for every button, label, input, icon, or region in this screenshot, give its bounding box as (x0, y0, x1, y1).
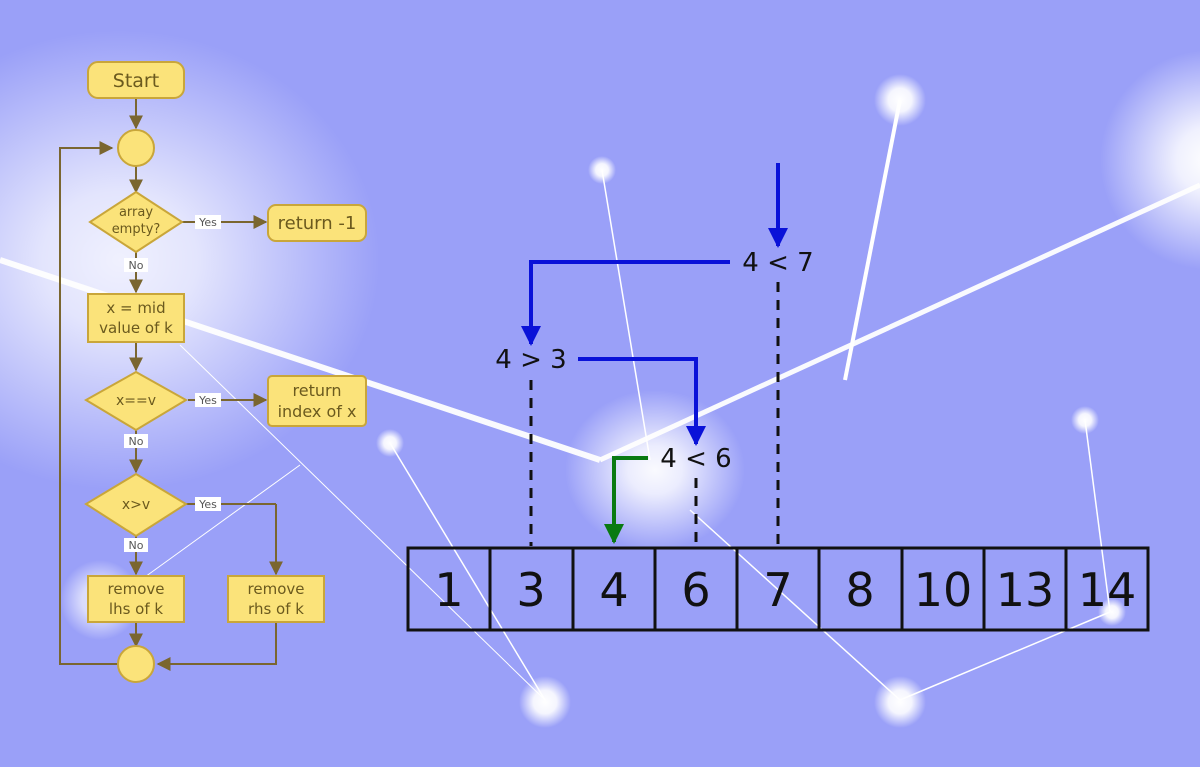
return-index-line1: return (293, 381, 342, 400)
decision-array-empty-line1: array (119, 205, 153, 220)
remove-lhs-line1: remove (108, 580, 165, 598)
comparison-label-1: 4 < 7 (742, 248, 813, 278)
svg-text:Yes: Yes (198, 216, 217, 229)
array-cell-1: 3 (516, 563, 545, 617)
arrow-to-6 (578, 357, 706, 446)
array-outline (406, 546, 1150, 632)
loop-junction-bottom (117, 645, 155, 683)
decision-array-empty: array empty? (88, 190, 184, 254)
yes-label-equal: Yes (195, 393, 221, 407)
mid-value-node: x = mid value of k (87, 293, 185, 343)
svg-text:Yes: Yes (198, 498, 217, 511)
comparison-label-2: 4 > 3 (495, 345, 566, 375)
midpoint-dashed-lines (529, 282, 780, 546)
array-cell-6: 10 (914, 563, 973, 617)
return-minus-one-node: return -1 (267, 204, 367, 242)
remove-rhs-node: remove rhs of k (227, 575, 325, 623)
remove-rhs-line2: rhs of k (248, 600, 304, 618)
decision-equal-label: x==v (116, 393, 156, 409)
yes-label-greater: Yes (195, 497, 221, 511)
array-cell-4: 7 (763, 563, 792, 617)
decision-greater-label: x>v (122, 497, 150, 513)
start-node: Start (87, 61, 185, 99)
array-cell-0: 1 (434, 563, 463, 617)
array-cell-2: 4 (599, 563, 628, 617)
mid-value-line2: value of k (99, 319, 173, 337)
array-cell-7: 13 (996, 563, 1055, 617)
return-index-node: return index of x (267, 375, 367, 427)
search-path-arrows (521, 163, 788, 544)
svg-text:No: No (129, 539, 144, 552)
return-minus-one-label: return -1 (278, 213, 357, 234)
svg-text:Yes: Yes (198, 394, 217, 407)
array-cell-3: 6 (681, 563, 710, 617)
arrow-to-4-found (604, 456, 648, 544)
flowchart: Start array empty? Yes return -1 No x (59, 61, 367, 683)
remove-lhs-node: remove lhs of k (87, 575, 185, 623)
svg-text:No: No (129, 259, 144, 272)
decision-equal: x==v (84, 370, 188, 432)
sorted-array: 1 3 4 6 7 8 10 13 14 (406, 546, 1150, 632)
remove-lhs-line2: lhs of k (109, 600, 163, 618)
no-label-equal: No (124, 434, 148, 448)
no-label-greater: No (124, 538, 148, 552)
comparison-label-3: 4 < 6 (660, 444, 731, 474)
array-cell-8: 14 (1078, 563, 1137, 617)
arrow-to-3 (521, 260, 730, 346)
decision-array-empty-line2: empty? (112, 222, 161, 237)
decision-greater: x>v (84, 472, 188, 538)
array-cell-5: 8 (845, 563, 874, 617)
background-decoration (0, 30, 1200, 728)
loop-junction-top (117, 129, 155, 167)
no-label-empty: No (124, 258, 148, 272)
svg-text:No: No (129, 435, 144, 448)
remove-rhs-line1: remove (248, 580, 305, 598)
start-label: Start (113, 70, 159, 92)
return-index-line2: index of x (278, 402, 357, 421)
yes-label-empty: Yes (195, 215, 221, 229)
mid-value-line1: x = mid (106, 299, 165, 317)
